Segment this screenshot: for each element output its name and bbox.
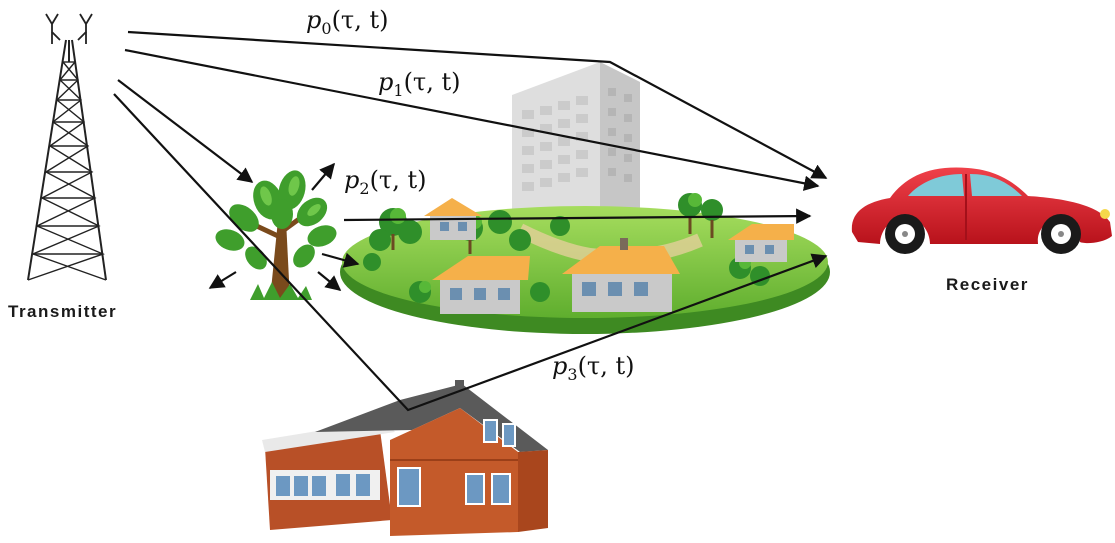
high-rise-building xyxy=(512,62,640,212)
village-island xyxy=(340,193,830,334)
transmitter-tower xyxy=(27,13,107,281)
car-wheel-rear xyxy=(1041,214,1081,254)
path-label-p2: p2(τ, t) xyxy=(344,166,426,198)
village-house-2 xyxy=(432,256,530,314)
tree-scatter-arrow-4 xyxy=(321,252,360,268)
tree-scatter-arrow-1 xyxy=(311,162,335,191)
car-wheel-front xyxy=(885,214,925,254)
propagation-rays xyxy=(113,30,828,412)
ray-p3 xyxy=(113,93,828,412)
receiver-label: Receiver xyxy=(946,275,1029,294)
tree-scatter-arrow-2 xyxy=(208,271,237,289)
path-label-p1: p1(τ, t) xyxy=(378,68,460,100)
foreground-house xyxy=(262,380,548,536)
ray-p2-in xyxy=(117,79,254,183)
tree-scatter-arrow-3 xyxy=(317,271,342,291)
village-house-3 xyxy=(562,238,680,312)
ray-p2-out xyxy=(343,208,812,224)
village-house-4 xyxy=(728,224,794,262)
path-label-p0: p0(τ, t) xyxy=(306,6,388,38)
ray-p0 xyxy=(127,30,828,179)
path-label-p3: p3(τ, t) xyxy=(552,352,634,384)
transmitter-label: Transmitter xyxy=(8,302,117,321)
scattering-tree xyxy=(215,170,337,300)
receiver-car xyxy=(851,167,1112,254)
ray-p1 xyxy=(124,48,820,191)
